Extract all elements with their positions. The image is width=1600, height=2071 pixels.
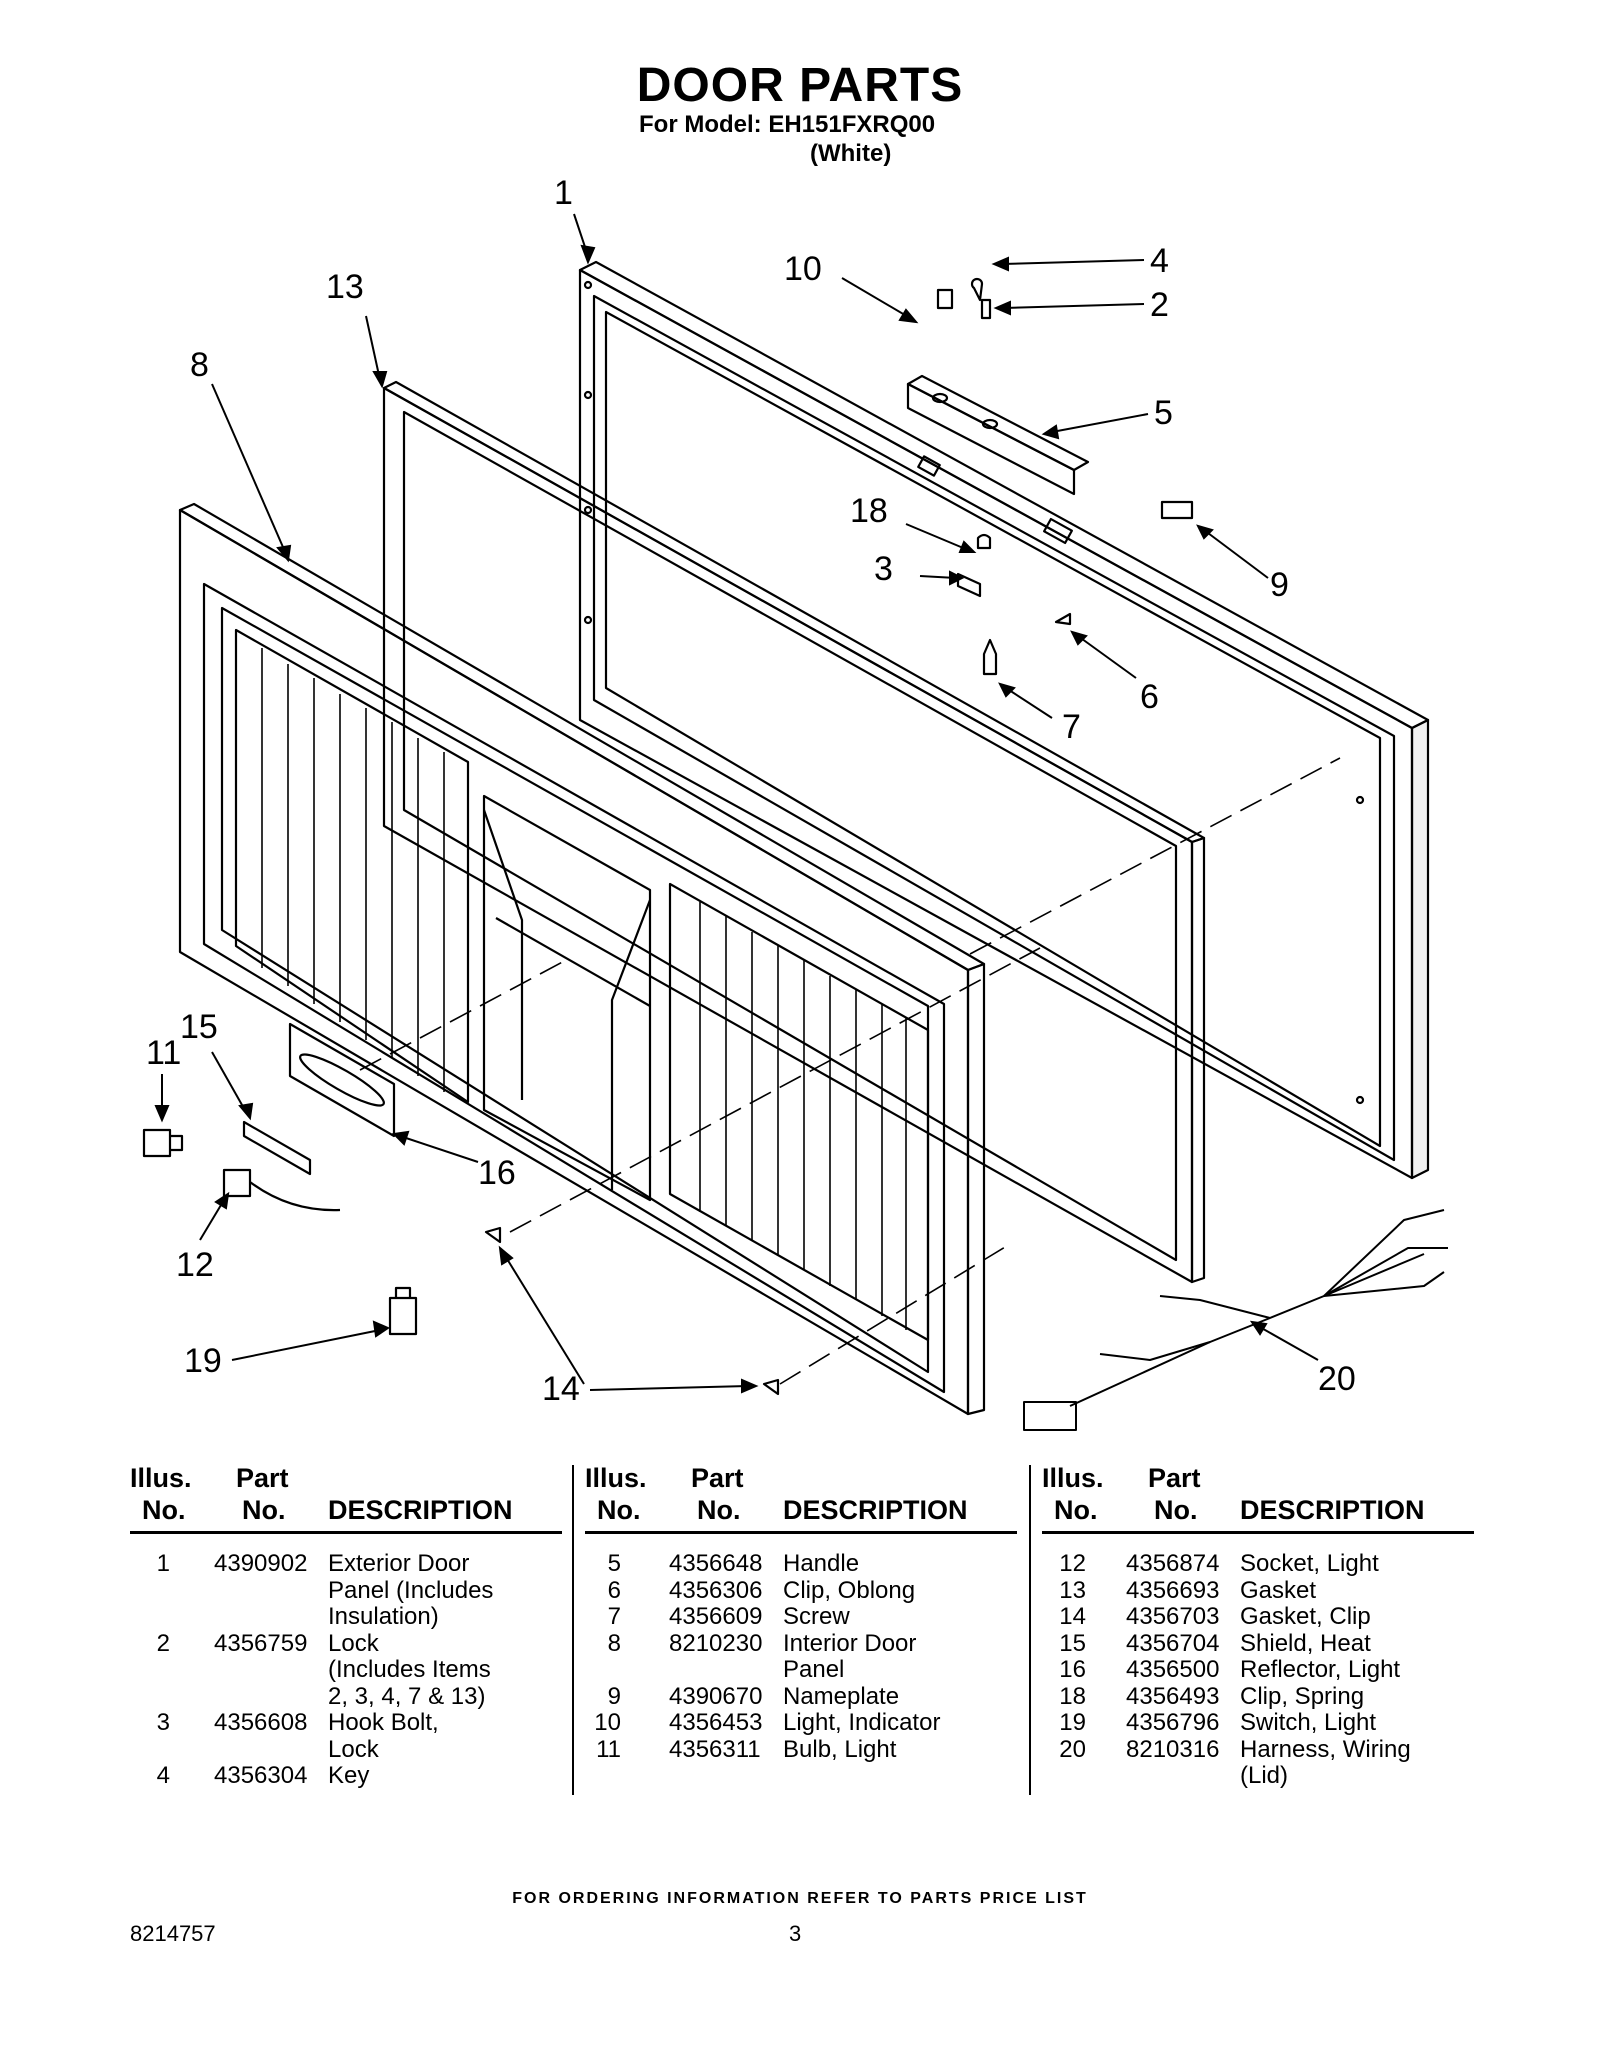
gasket-clip-drawing-2 (762, 1378, 780, 1396)
callout-13: 13 (326, 268, 364, 306)
header-illus: Illus. (130, 1463, 192, 1493)
callout-19: 19 (184, 1342, 222, 1380)
indicator-light-drawing (936, 288, 954, 310)
heat-shield-drawing (242, 1120, 312, 1176)
callout-8: 8 (190, 346, 209, 384)
header-part-no: No. (697, 1495, 741, 1525)
column-divider-1 (572, 1465, 574, 1795)
header-illus: Illus. (1042, 1463, 1104, 1493)
document-number: 8214757 (130, 1921, 216, 1946)
column-divider-2 (1029, 1465, 1031, 1795)
light-socket-drawing (222, 1168, 341, 1212)
callout-3: 3 (874, 550, 893, 588)
page-number: 3 (789, 1921, 802, 1946)
header-illus: Illus. (585, 1463, 647, 1493)
callout-15: 15 (180, 1008, 218, 1046)
spring-clip-drawing (976, 533, 992, 550)
header-rule (585, 1531, 1017, 1534)
callout-18: 18 (850, 492, 888, 530)
header-part: Part (236, 1463, 289, 1493)
lock-cylinder-drawing (980, 298, 992, 320)
light-switch-drawing (388, 1286, 418, 1336)
header-description: DESCRIPTION (328, 1495, 513, 1525)
header-illus-no: No. (597, 1495, 641, 1525)
callout-4: 4 (1150, 242, 1169, 280)
header-description: DESCRIPTION (1240, 1495, 1425, 1525)
callout-14: 14 (542, 1370, 580, 1408)
callout-2: 2 (1150, 286, 1169, 324)
page-title: DOOR PARTS (636, 59, 964, 112)
gasket-clip-drawing (484, 1226, 502, 1244)
callout-5: 5 (1154, 394, 1173, 432)
callout-20: 20 (1318, 1360, 1356, 1398)
callout-11: 11 (146, 1034, 181, 1072)
hook-bolt-drawing (956, 572, 982, 598)
gasket-drawing (382, 380, 1206, 1284)
callout-6: 6 (1140, 678, 1159, 716)
oblong-clip-drawing (1054, 612, 1072, 626)
callout-1: 1 (554, 174, 573, 212)
header-part: Part (1148, 1463, 1201, 1493)
reflector-drawing (288, 1022, 396, 1138)
callout-16: 16 (478, 1154, 516, 1192)
callout-9: 9 (1270, 566, 1289, 604)
handle-drawing (906, 374, 1090, 496)
color-line: (White) (810, 140, 892, 167)
key-drawing (970, 277, 984, 302)
header-illus-no: No. (1054, 1495, 1098, 1525)
header-rule (1042, 1531, 1474, 1534)
callout-12: 12 (176, 1246, 214, 1284)
interior-door-panel-drawing (178, 502, 986, 1416)
header-part-no: No. (1154, 1495, 1198, 1525)
header-part: Part (691, 1463, 744, 1493)
header-description: DESCRIPTION (783, 1495, 968, 1525)
callout-10: 10 (784, 250, 822, 288)
ordering-note: FOR ORDERING INFORMATION REFER TO PARTS … (512, 1890, 1088, 1907)
nameplate-drawing (1160, 500, 1194, 520)
header-part-no: No. (242, 1495, 286, 1525)
model-line: For Model: EH151FXRQ00 (639, 111, 936, 138)
wiring-harness-drawing (1023, 1209, 1448, 1431)
header-illus-no: No. (142, 1495, 186, 1525)
screw-drawing (982, 638, 998, 676)
callout-7: 7 (1062, 708, 1081, 746)
exterior-door-panel-drawing (578, 260, 1430, 1180)
header-rule (130, 1531, 562, 1534)
bulb-drawing (142, 1128, 184, 1158)
exploded-parts-diagram: 1 2 3 4 5 6 7 8 9 10 11 12 13 14 15 16 1… (142, 174, 1448, 1431)
